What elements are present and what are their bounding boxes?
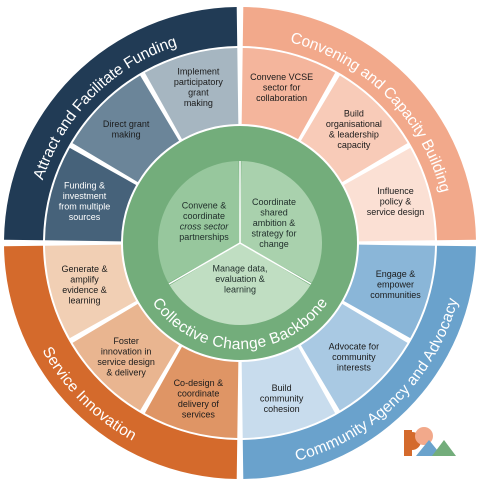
segment-convening-1 [241, 48, 336, 140]
quadrant-band-convening [242, 7, 476, 241]
segment-service-2 [72, 303, 180, 411]
logo [404, 427, 456, 456]
logo-triangle-green [432, 440, 456, 456]
core-segment-3 [169, 243, 311, 325]
quadrant-band-community [242, 245, 476, 479]
quadrant-band-service [4, 245, 238, 479]
segment-service-1 [144, 346, 239, 438]
quadrant-band-funding [4, 7, 238, 241]
segment-service-3 [45, 244, 137, 339]
segment-community-1 [343, 244, 435, 339]
logo-bar [404, 430, 412, 456]
core-label-3: Manage data,evaluation &learning [212, 264, 267, 295]
core-divider [239, 242, 312, 285]
core-segment-2 [240, 161, 322, 283]
segment-community-3 [241, 346, 336, 438]
segment-convening-3 [343, 147, 435, 242]
core-segment-1 [157, 161, 240, 283]
core-divider [168, 242, 241, 285]
segment-funding-2 [72, 75, 180, 183]
segment-convening-2 [300, 75, 408, 183]
segment-funding-3 [144, 48, 239, 140]
segment-community-2 [300, 303, 408, 411]
segment-funding-1 [45, 147, 137, 242]
logo-circle [415, 427, 433, 445]
